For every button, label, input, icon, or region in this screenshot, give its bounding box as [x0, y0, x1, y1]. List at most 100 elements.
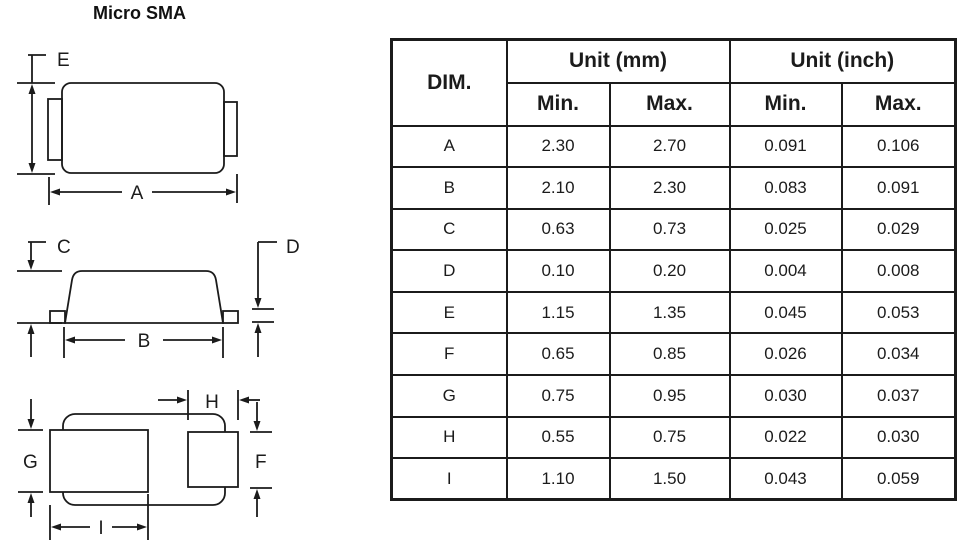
side-view: C D B: [17, 237, 300, 358]
side-view-right-foot: [222, 310, 239, 324]
dim-g-arrow-up: [27, 493, 35, 503]
cell-in-min: 0.043: [728, 457, 843, 501]
table-row: F 0.65 0.85 0.026 0.034: [390, 332, 957, 377]
dim-label-i: I: [98, 518, 103, 539]
cell-in-min: 0.030: [728, 374, 843, 418]
table-row: H 0.55 0.75 0.022 0.030: [390, 415, 957, 460]
table-row: D 0.10 0.20 0.004 0.008: [390, 249, 957, 293]
table-row: G 0.75 0.95 0.030 0.037: [390, 374, 957, 418]
header-dim: DIM.: [390, 38, 508, 127]
bottom-view-right-pad: [187, 431, 239, 488]
table-row: E 1.15 1.35 0.045 0.053: [390, 290, 957, 335]
dim-a-ext-lines: [48, 174, 238, 205]
cell-mm-min: 0.75: [505, 374, 611, 418]
dim-h-arrow-right: [177, 396, 187, 404]
cell-mm-max: 1.50: [608, 457, 731, 501]
bottom-view-left-pad: [49, 429, 149, 493]
dim-label-a: A: [131, 183, 144, 204]
dim-g-arrow-down: [27, 419, 35, 429]
cell-in-min: 0.083: [728, 166, 843, 210]
cell-mm-max: 2.30: [608, 166, 731, 210]
cell-mm-min: 2.30: [505, 124, 611, 169]
cell-in-min: 0.022: [728, 415, 843, 460]
dim-f-ticks: [250, 431, 272, 489]
dim-label-b: B: [138, 331, 151, 352]
cell-in-min: 0.004: [728, 249, 843, 293]
cell-mm-max: 0.75: [608, 415, 731, 460]
table-row: A 2.30 2.70 0.091 0.106: [390, 124, 957, 169]
package-outline-drawings: E A C D: [17, 50, 300, 540]
header-min-inch: Min.: [728, 81, 843, 127]
dim-e-bracket: [28, 54, 46, 83]
cell-mm-min: 2.10: [505, 166, 611, 210]
dim-f-arrow-up: [253, 489, 261, 499]
side-view-body: [63, 270, 225, 324]
dim-b-ext-lines: [63, 327, 224, 358]
dim-label-g: G: [23, 452, 38, 473]
header-unit-mm: Unit (mm): [505, 38, 731, 84]
cell-in-min: 0.091: [728, 124, 843, 169]
cell-in-max: 0.053: [840, 290, 957, 335]
dim-label-h: H: [205, 392, 219, 413]
header-unit-inch: Unit (inch): [728, 38, 957, 84]
cell-mm-min: 0.65: [505, 332, 611, 377]
dim-d-arrow-down: [254, 298, 262, 308]
cell-in-min: 0.025: [728, 207, 843, 252]
bottom-view: H G F I: [18, 390, 272, 540]
dim-e-ticks: [17, 82, 55, 175]
dim-e-arrow-up: [28, 84, 36, 94]
cell-dim: B: [390, 166, 508, 210]
top-view-right-lead: [223, 101, 238, 157]
dim-label-f: F: [255, 452, 267, 473]
cell-dim: A: [390, 124, 508, 169]
dim-label-e: E: [57, 50, 70, 71]
cell-in-max: 0.091: [840, 166, 957, 210]
cell-dim: C: [390, 207, 508, 252]
table-row: I 1.10 1.50 0.043 0.059: [390, 457, 957, 501]
cell-in-max: 0.059: [840, 457, 957, 501]
dim-h-arrow-left: [239, 396, 249, 404]
cell-dim: H: [390, 415, 508, 460]
header-min-mm: Min.: [505, 81, 611, 127]
package-title: Micro SMA: [93, 3, 187, 23]
top-view: E A: [17, 50, 238, 205]
dim-g-ticks: [18, 429, 43, 493]
cell-in-max: 0.029: [840, 207, 957, 252]
cell-dim: E: [390, 290, 508, 335]
cell-mm-min: 1.15: [505, 290, 611, 335]
dim-i-arrow-left: [51, 523, 61, 531]
cell-mm-max: 0.85: [608, 332, 731, 377]
dim-label-c: C: [57, 237, 71, 258]
cell-dim: I: [390, 457, 508, 501]
dimension-table: DIM. Unit (mm) Unit (inch) Min. Max. Min…: [390, 38, 957, 502]
dim-i-ext-lines: [49, 494, 149, 540]
cell-in-max: 0.037: [840, 374, 957, 418]
cell-in-max: 0.030: [840, 415, 957, 460]
cell-dim: F: [390, 332, 508, 377]
cell-in-max: 0.106: [840, 124, 957, 169]
dim-d-bracket: [257, 241, 277, 298]
cell-mm-min: 1.10: [505, 457, 611, 501]
header-max-inch: Max.: [840, 81, 957, 127]
cell-dim: D: [390, 249, 508, 293]
dim-label-d: D: [286, 237, 300, 258]
dim-f-arrow-down: [253, 421, 261, 431]
dim-h-ext-lines: [187, 390, 239, 420]
cell-in-min: 0.026: [728, 332, 843, 377]
cell-mm-max: 1.35: [608, 290, 731, 335]
dim-e-arrow-down: [28, 163, 36, 173]
dim-i-arrow-right: [137, 523, 147, 531]
dim-a-arrow-right: [226, 188, 236, 196]
table-row: B 2.10 2.30 0.083 0.091: [390, 166, 957, 210]
cell-in-min: 0.045: [728, 290, 843, 335]
cell-mm-min: 0.63: [505, 207, 611, 252]
cell-mm-max: 0.73: [608, 207, 731, 252]
dim-c-bracket: [28, 241, 46, 260]
cell-mm-max: 2.70: [608, 124, 731, 169]
header-max-mm: Max.: [608, 81, 731, 127]
table-row: C 0.63 0.73 0.025 0.029: [390, 207, 957, 252]
dim-c-arrow-down: [27, 260, 35, 270]
cell-mm-max: 0.20: [608, 249, 731, 293]
dim-d-arrow-up: [254, 323, 262, 333]
dim-b-arrow-left: [65, 336, 75, 344]
